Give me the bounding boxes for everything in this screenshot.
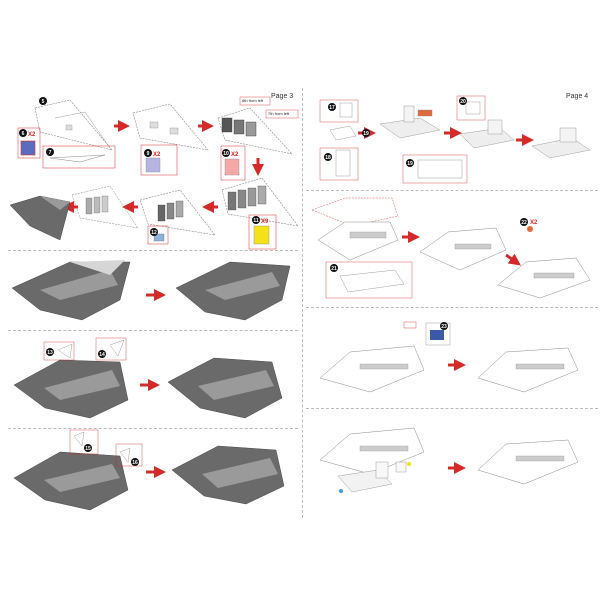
step-22-part: 22 X2 [520,218,538,232]
step-10-wing-frame: 6th from left 7th from left [217,96,299,155]
step-9-part: 9 X2 [140,144,178,176]
page-4-label: Page 4 [566,93,589,100]
step-11-part: 11 X9 [248,214,277,250]
step-9-quantity: X2 [153,152,161,158]
left-section-divider-3 [8,428,298,429]
right-section-divider-1 [306,190,598,191]
step-18-number: 18 [325,155,331,161]
row2-hull-result [9,195,71,241]
right-section-divider-2 [306,307,598,308]
step-17-number: 17 [329,105,335,111]
step-21-part: 21 [325,261,413,299]
step-20-result [531,127,591,159]
step-20-floor [459,119,515,149]
step-12-assembly: 12 [139,189,216,245]
step-22-quantity: X2 [530,220,538,226]
section3-hull-after [167,357,283,419]
step-13-number: 13 [47,350,53,356]
step-11-assembly [221,177,299,227]
cabin-assembled-a [419,227,507,271]
step-7-part: 7 [42,145,116,169]
cabin-final-before [319,427,425,493]
section2-hull-after [175,261,291,321]
step-6-number: 6 [22,131,25,137]
step-10-quantity: X2 [231,152,239,158]
step-5-wing-frame [34,99,113,151]
step-11-number: 11 [253,218,259,224]
step-16-part: 16 [115,443,143,467]
section3-hull-before [13,359,129,419]
note-7th-from-left: 7th from left [268,111,290,116]
step-19-number: 19 [407,161,413,167]
cabin-unfolded [311,197,399,261]
step-18-bracket [329,125,357,141]
step-20-number: 20 [460,99,466,105]
step-16-number: 16 [132,460,138,466]
step-20-part: 20 [456,95,486,121]
step-19-floor: 19 [362,105,441,139]
page-divider [302,88,303,518]
step-9-number: 9 [147,151,150,157]
step-13-part: 13 [43,341,75,361]
page-3-label: Page 3 [271,93,294,100]
step-19-part: 19 [402,154,468,184]
cabin-step-23-before [319,321,425,393]
step-10-number: 10 [223,151,229,157]
step-5-badge: 5 [39,97,47,105]
section4-hull-before [13,451,129,511]
step-6-quantity: X2 [28,132,36,138]
step-8-9-wing-frame [132,103,209,151]
section4-hull-after [171,445,285,505]
left-section-divider-1 [8,250,298,251]
step-23-part: 23 [425,322,451,346]
step-7-number: 7 [49,150,52,156]
step-14-part: 14 [95,337,127,361]
step-10-part: 10 X2 [220,145,246,181]
step-18-part: 18 [319,147,359,181]
cabin-step-23-after [477,347,579,393]
step-22-number: 22 [521,220,527,226]
row2-assembly-a [71,185,139,229]
step-15-part: 15 [69,429,99,455]
step-23-number: 23 [441,324,447,330]
left-section-divider-2 [8,330,298,331]
right-section-divider-3 [306,408,598,409]
arrow-14 [505,253,521,266]
step-11-quantity: X9 [261,219,269,225]
step-21-number: 21 [331,266,337,272]
cabin-assembled-b [497,257,591,299]
step-5-number: 5 [42,99,45,105]
step-6-part: 6 X2 [17,127,41,159]
step-14-number: 14 [99,352,105,358]
note-6th-from-left: 6th from left [242,98,264,103]
step-15-number: 15 [85,446,91,452]
step-12-number: 12 [151,230,157,236]
section2-hull-before [11,260,131,321]
step-17-part: 17 [319,99,359,123]
cabin-final-after [477,439,579,485]
step-19-badge-ref: 19 [363,131,369,137]
